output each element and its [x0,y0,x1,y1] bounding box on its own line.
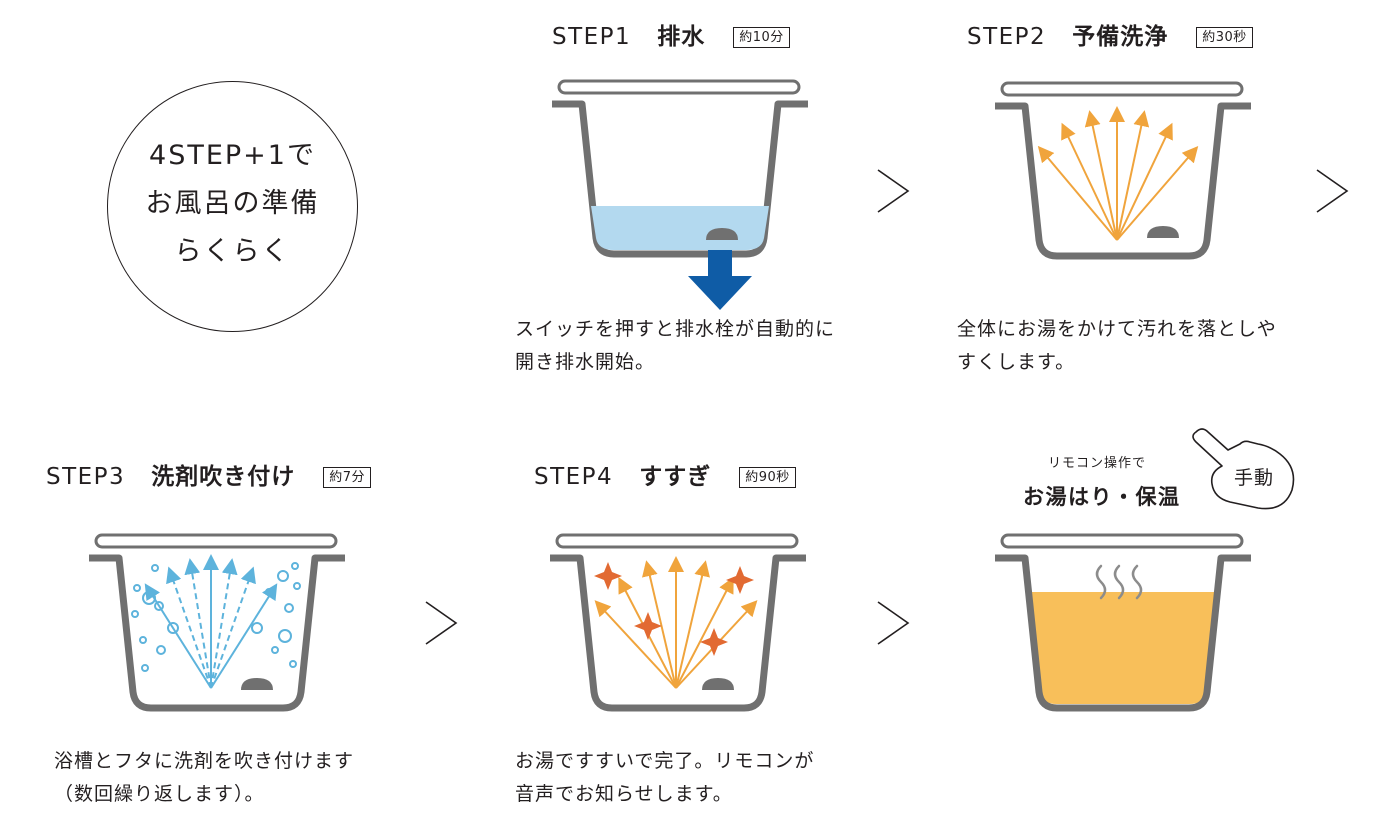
step2-description: 全体にお湯をかけて汚れを落としや すくします。 [957,313,1277,379]
step3-description: 浴槽とフタに洗剤を吹き付けます （数回繰り返します）。 [54,745,354,811]
pointing-hand-icon [1192,428,1295,510]
manual-main-label: お湯はり・保温 [1023,485,1181,509]
bathtub-lid [557,79,801,95]
manual-hand-label: 手動 [1234,467,1275,489]
steam-icon [1095,564,1143,600]
step2-desc-line1: 全体にお湯をかけて汚れを落としや [957,318,1277,340]
step1-time-badge: 約10分 [733,27,790,48]
step3-desc-line2: （数回繰り返します）。 [54,783,265,805]
step1-desc-line1: スイッチを押すと排水栓が自動的に [515,318,836,340]
step1-name: 排水 [657,24,706,50]
hot-water-fill [1029,592,1217,704]
step1-bathtub-illustration [552,79,808,310]
step2-name: 予備洗浄 [1072,24,1169,50]
step1-label: STEP1 [552,24,632,50]
bathtub-outline [552,100,808,258]
step4-desc-line2: 音声でお知らせします。 [515,783,733,805]
chevron-right-icon [425,601,458,645]
step2-time-badge: 約30秒 [1196,27,1253,48]
manual-sub-label: リモコン操作で [1048,456,1147,471]
intro-line-1: 4STEP+1で [149,140,316,171]
intro-line-2: お風呂の準備 [145,188,320,219]
drain-plug [706,228,738,240]
step1-description: スイッチを押すと排水栓が自動的に 開き排水開始。 [515,313,835,379]
step4-time-badge: 約90秒 [739,467,796,488]
step2-bathtub-illustration [995,81,1251,260]
step2-desc-line2: すくします。 [957,351,1076,373]
step4-desc-line1: お湯ですすいで完了。リモコンが [515,750,815,772]
step4-name: すすぎ [639,464,712,490]
step2-label: STEP2 [967,24,1047,50]
step1-desc-line2: 開き排水開始。 [515,351,656,373]
intro-line-3: らくらく [174,236,291,267]
step3-name: 洗剤吹き付け [151,464,296,490]
drain-arrow-icon [688,250,752,310]
step2-header: STEP2 予備洗浄 約30秒 [967,26,1253,49]
step3-header: STEP3 洗剤吹き付け 約7分 [46,466,371,489]
step4-label: STEP4 [534,464,614,490]
hot-water-bathtub-illustration [995,533,1251,712]
chevron-right-icon [877,169,910,213]
bubbles-icon [131,562,301,672]
sparkle-icon [594,562,754,656]
spray-arrows-icon [1037,106,1199,241]
step3-time-badge: 約7分 [323,467,371,488]
chevron-right-icon [877,601,910,645]
step1-header: STEP1 排水 約10分 [552,26,790,49]
detergent-spray-icon [144,554,278,689]
rinse-arrows-icon [594,556,758,689]
step3-bathtub-illustration [89,533,345,712]
water-fill [591,206,769,250]
chevron-right-icon [1316,169,1349,213]
step4-header: STEP4 すすぎ 約90秒 [534,466,796,489]
step4-bathtub-illustration [550,533,806,712]
intro-circle [107,81,358,332]
step4-description: お湯ですすいで完了。リモコンが 音声でお知らせします。 [515,745,814,811]
step3-desc-line1: 浴槽とフタに洗剤を吹き付けます [54,750,355,772]
step3-label: STEP3 [46,464,126,490]
